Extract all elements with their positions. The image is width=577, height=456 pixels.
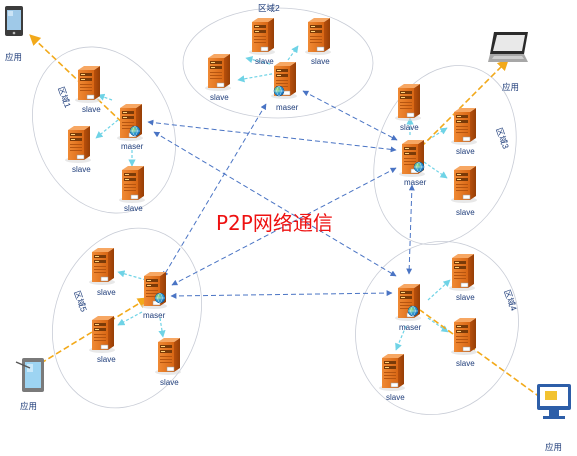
zone4-master-label: maser bbox=[399, 323, 422, 332]
zone2-globe-icon bbox=[273, 85, 285, 97]
zone3-slave-label-a: slave bbox=[400, 123, 419, 132]
zone-1-outline bbox=[32, 46, 176, 214]
laptop-icon bbox=[488, 32, 528, 62]
zone3-slave-label-c: slave bbox=[456, 208, 475, 217]
zone1-slave-label-b: slave bbox=[72, 165, 91, 174]
zone1-slave-server-c bbox=[118, 165, 146, 204]
zone2-slave-label-a: slave bbox=[255, 57, 274, 66]
zone4-slave-label-c: slave bbox=[386, 393, 405, 402]
zone2-slave-label-b: slave bbox=[311, 57, 330, 66]
app-label-top-right: 应用 bbox=[502, 82, 519, 92]
zone5-label: 区域5 bbox=[72, 289, 89, 313]
zone2-master-label: maser bbox=[276, 103, 299, 112]
zone5-slave-server-b bbox=[88, 315, 116, 354]
zone2-slave-label-c: slave bbox=[210, 93, 229, 102]
zone3-slave-server-a bbox=[394, 83, 422, 122]
zone2-slave-server-b bbox=[304, 17, 332, 56]
zone5-slave-server-a bbox=[88, 247, 116, 286]
app-label-bottom-left: 应用 bbox=[20, 401, 37, 411]
app-label-top-left: 应用 bbox=[5, 52, 22, 62]
zone1-slave-label-c: slave bbox=[124, 204, 143, 213]
smartphone-icon bbox=[5, 6, 23, 36]
p2p-links bbox=[147, 90, 415, 299]
tablet-icon bbox=[15, 358, 44, 392]
zone3-slave-server-c bbox=[450, 165, 478, 204]
zone5-globe-icon bbox=[154, 292, 166, 304]
zone3-globe-icon bbox=[413, 161, 425, 173]
monitor-icon bbox=[537, 384, 571, 419]
zone5-master-label: maser bbox=[143, 311, 166, 320]
zone4-master-server bbox=[394, 283, 422, 322]
zone1-globe-icon bbox=[129, 125, 141, 137]
zone-3-outline bbox=[373, 65, 517, 245]
zone5-slave-server-c bbox=[154, 337, 182, 376]
zone-5-outline bbox=[51, 227, 203, 409]
zone3-slave-server-b bbox=[450, 107, 478, 146]
zone4-label: 区域4 bbox=[502, 288, 519, 312]
local-links bbox=[95, 45, 451, 351]
zone5-slave-label-b: slave bbox=[97, 355, 116, 364]
zone1-slave-label-a: slave bbox=[82, 105, 101, 114]
zone1-label: 区域1 bbox=[56, 85, 73, 109]
zone4-slave-label-b: slave bbox=[456, 359, 475, 368]
zone4-globe-icon bbox=[407, 305, 419, 317]
zone-2-outline bbox=[182, 7, 374, 119]
zone1-master-server bbox=[116, 103, 144, 142]
app-label-bottom-right: 应用 bbox=[545, 442, 562, 452]
zone4-slave-server-a bbox=[448, 253, 476, 292]
zone3-label: 区域3 bbox=[494, 126, 511, 150]
zone3-master-label: maser bbox=[404, 178, 427, 187]
zone2-slave-server-a bbox=[248, 17, 276, 56]
client-links bbox=[29, 34, 556, 409]
diagram-title: P2P网络通信 bbox=[216, 211, 333, 235]
zone1-slave-server-a bbox=[74, 65, 102, 104]
zone1-slave-server-b bbox=[64, 125, 92, 164]
zone-4-outline bbox=[355, 240, 519, 416]
zone4-slave-server-c bbox=[378, 353, 406, 392]
zone5-master-server bbox=[140, 271, 168, 310]
zone2-label: 区域2 bbox=[258, 3, 280, 13]
zone2-slave-server-c bbox=[204, 53, 232, 92]
zone4-slave-label-a: slave bbox=[456, 293, 475, 302]
zone4-slave-server-b bbox=[450, 317, 478, 356]
zone3-slave-label-b: slave bbox=[456, 147, 475, 156]
globe-icons bbox=[129, 85, 425, 317]
zone5-slave-label-c: slave bbox=[160, 378, 179, 387]
zone1-master-label: maser bbox=[121, 142, 144, 151]
zone5-slave-label-a: slave bbox=[97, 288, 116, 297]
